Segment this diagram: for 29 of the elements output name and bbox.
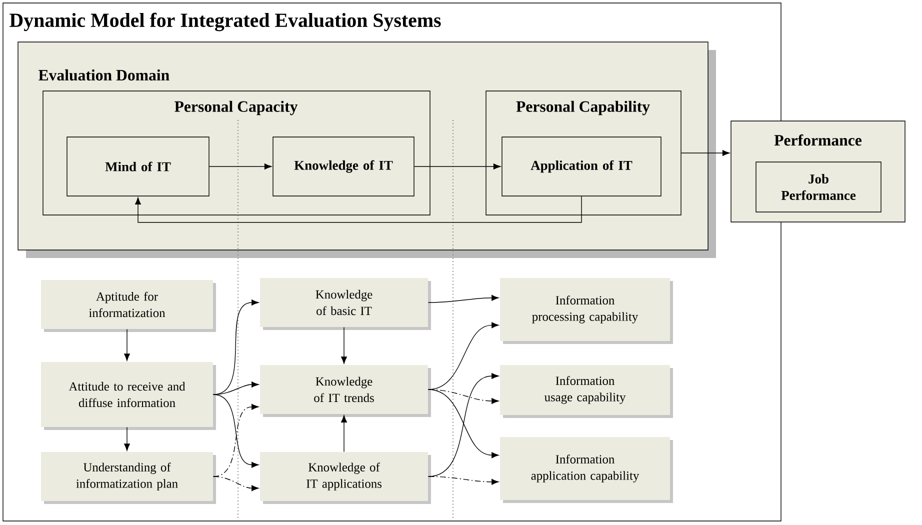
arrow — [341, 326, 347, 364]
arrow — [212, 382, 259, 395]
arrow — [124, 426, 130, 451]
arrow — [212, 476, 259, 492]
item-box: Attitude to receive and diffuse information — [41, 362, 216, 430]
item-box: Information processing capability — [500, 278, 673, 344]
item-box: Aptitude for informatization — [41, 280, 216, 332]
arrow — [428, 389, 499, 404]
concept-box: Job Performance — [756, 162, 882, 212]
arrow — [428, 476, 499, 485]
arrow — [414, 164, 501, 170]
item-box: Knowledge of IT trends — [260, 365, 431, 417]
concept-box: Application of IT — [502, 136, 662, 196]
arrow — [135, 196, 582, 223]
arrow — [428, 389, 499, 458]
arrow — [681, 150, 730, 156]
arrow — [124, 328, 130, 361]
concept-box: Knowledge of IT — [272, 136, 414, 196]
item-box: Information application capability — [500, 437, 673, 503]
item-box: Understanding of informatization plan — [41, 452, 216, 504]
arrow — [209, 164, 272, 170]
item-box: Knowledge of basic IT — [260, 278, 431, 330]
arrow — [428, 294, 499, 303]
diagram-title: Dynamic Model for Integrated Evaluation Systems — [10, 12, 441, 32]
item-box: Information usage capability — [500, 365, 673, 418]
arrow — [212, 394, 259, 468]
concept-box: Mind of IT — [66, 136, 210, 196]
item-box: Knowledge of IT applications — [260, 452, 431, 504]
arrow — [341, 415, 347, 452]
